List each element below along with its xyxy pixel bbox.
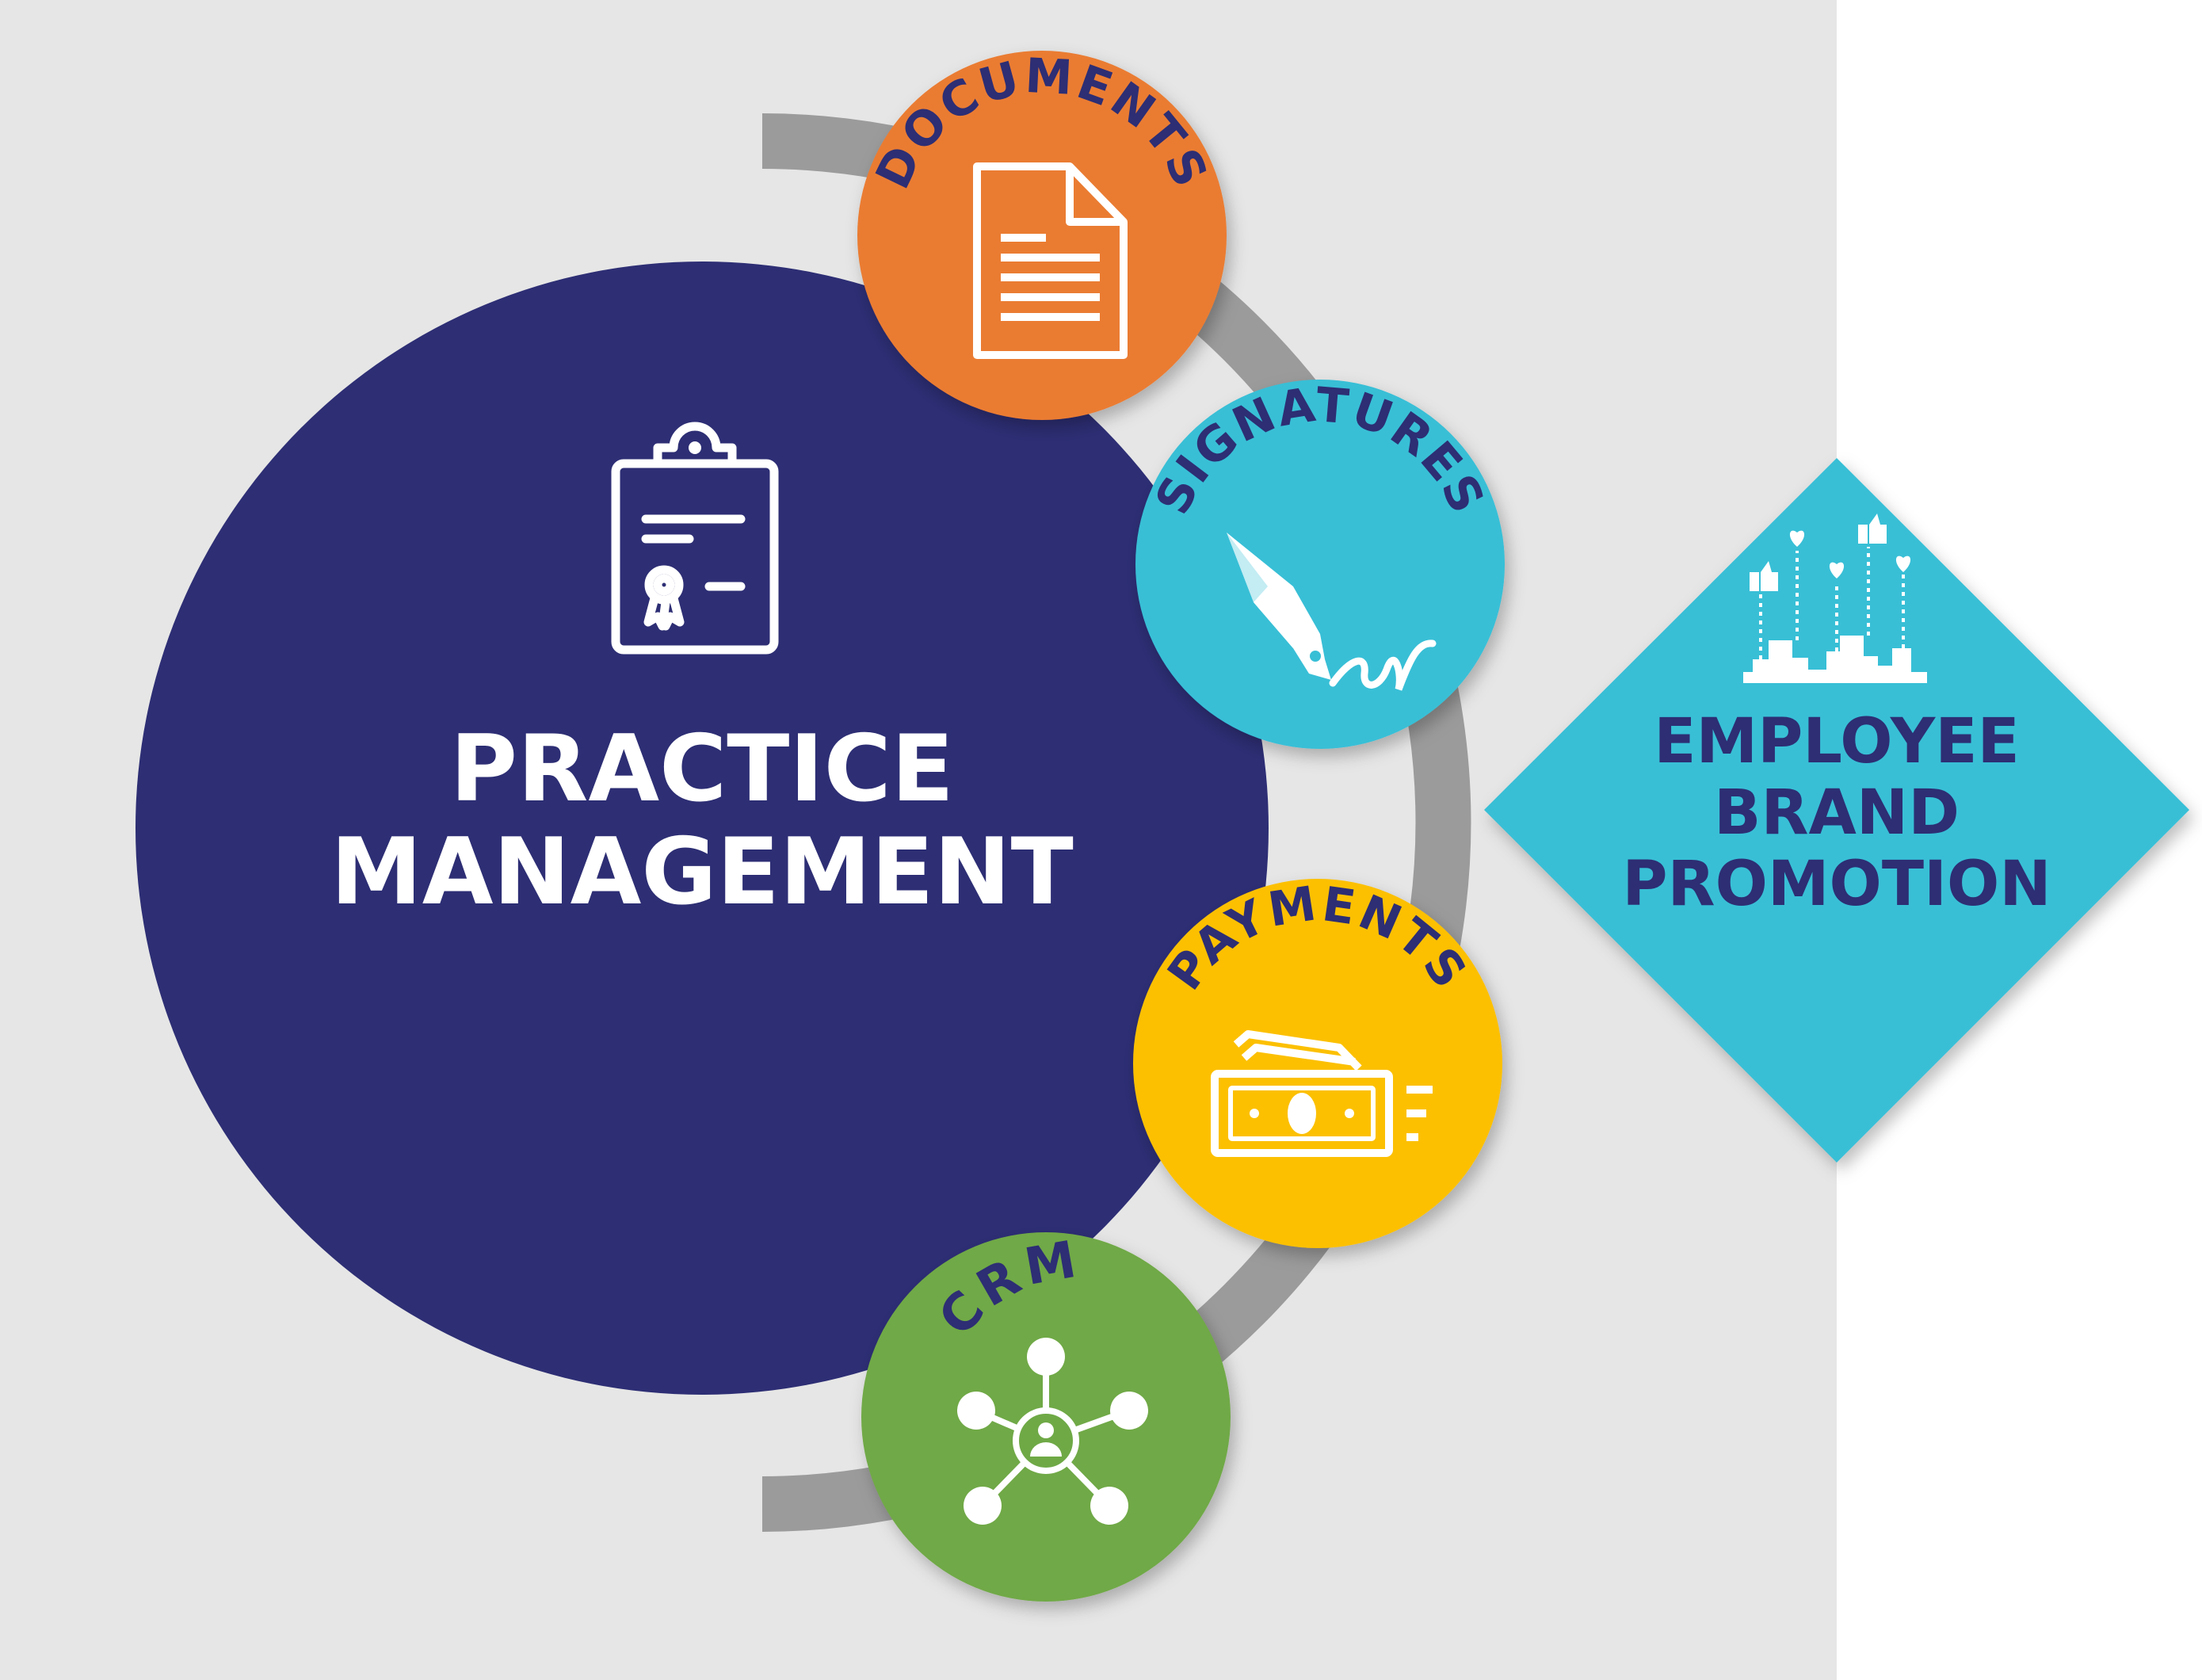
promo-diamond <box>1484 458 2189 1163</box>
banknote-icon <box>1211 1030 1433 1157</box>
certificate-clipboard-icon <box>611 422 779 655</box>
promo-line1: EMPLOYEE <box>1654 706 2020 777</box>
main-title-line2: MANAGEMENT <box>330 819 1073 926</box>
documents-node: DOCUMENTS <box>857 48 1227 420</box>
promo-line2: BRAND <box>1714 777 1960 849</box>
main-title-line1: PRACTICE <box>450 716 954 823</box>
payments-node: PAYMENTS <box>1133 876 1502 1248</box>
document-icon <box>973 162 1128 359</box>
employee-brand-promotion-node: EMPLOYEE BRAND PROMOTION <box>1484 458 2189 1163</box>
signatures-node: SIGNATURES <box>1135 377 1505 749</box>
social-likes-city-icon <box>1743 514 1927 683</box>
practice-management-node: PRACTICE MANAGEMENT <box>135 262 1269 1395</box>
crm-node: CRM <box>861 1230 1231 1602</box>
promo-line3: PROMOTION <box>1622 849 2051 920</box>
network-person-icon <box>957 1338 1148 1525</box>
fountain-pen-icon <box>1227 533 1437 691</box>
main-circle <box>135 262 1269 1395</box>
